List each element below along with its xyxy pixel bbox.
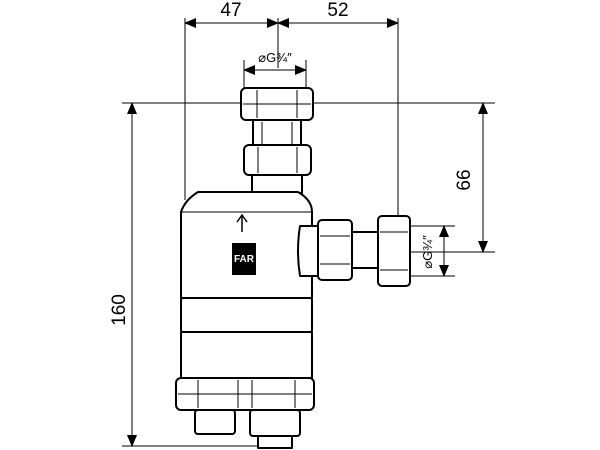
svg-text:FAR: FAR (234, 254, 255, 265)
up-arrow-icon (236, 213, 248, 232)
dim-top-right: 52 (327, 0, 348, 21)
dimension-lines (122, 18, 495, 447)
dim-thread-top: ⌀G¾″ (258, 50, 292, 65)
dim-height-side: 66 (454, 169, 475, 190)
dim-height-total: 160 (109, 294, 130, 326)
dim-top-left: 47 (220, 0, 241, 21)
brand-logo: FAR (232, 243, 256, 275)
separator-body (175, 87, 411, 449)
dim-thread-side: ⌀G¾″ (420, 235, 435, 269)
